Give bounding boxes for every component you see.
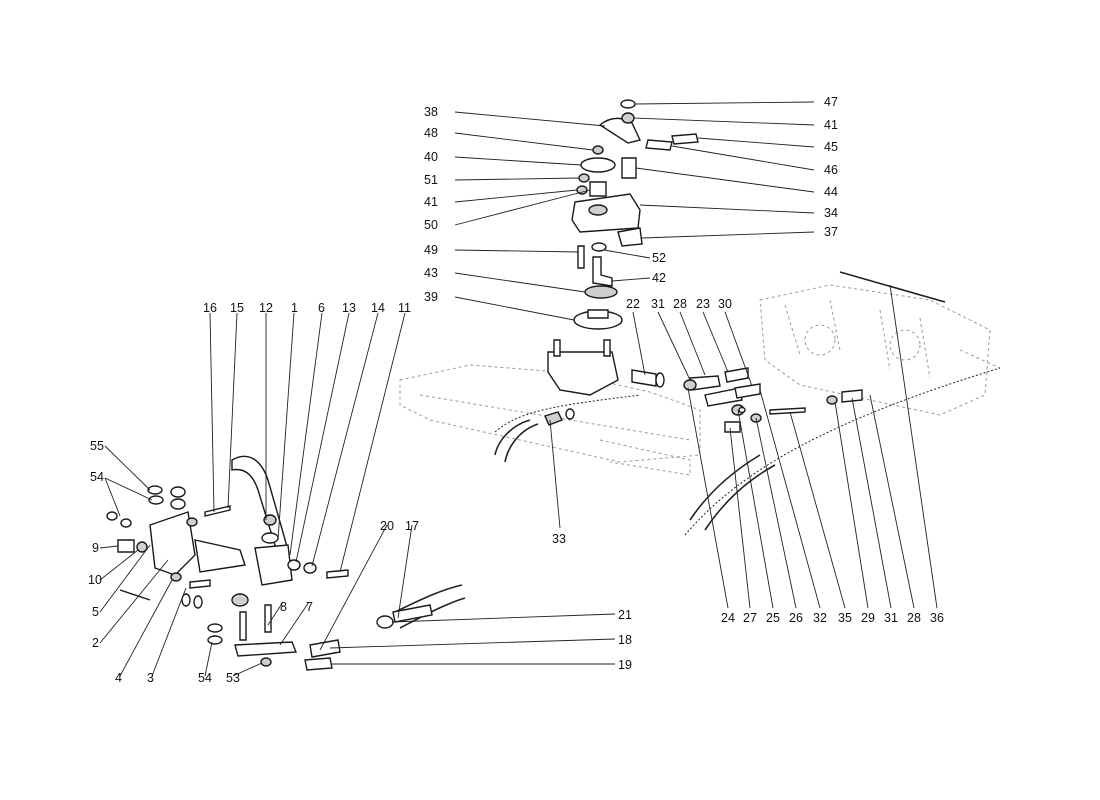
callout-49: 49: [424, 243, 438, 257]
top-linkage-parts: [547, 99, 699, 396]
callout-20: 20: [380, 519, 394, 533]
callout-43: 43: [424, 266, 438, 280]
callout-38: 38: [424, 105, 438, 119]
callout-32: 32: [813, 611, 827, 625]
callout-33: 33: [552, 532, 566, 546]
callout-15: 15: [230, 301, 244, 315]
callout-37: 37: [824, 225, 838, 239]
callout-24: 24: [721, 611, 735, 625]
callout-45: 45: [824, 140, 838, 154]
callout-26: 26: [789, 611, 803, 625]
callout-18: 18: [618, 633, 632, 647]
leader-lines: [99, 101, 938, 677]
callout-55: 55: [90, 439, 104, 453]
callout-27: 27: [743, 611, 757, 625]
callout-34: 34: [824, 206, 838, 220]
callout-3: 3: [147, 671, 154, 685]
callout-14: 14: [371, 301, 385, 315]
callout-47: 47: [824, 95, 838, 109]
callout-21: 21: [618, 608, 632, 622]
callout-46: 46: [824, 163, 838, 177]
callout-31: 31: [651, 297, 665, 311]
carburettor-outline: [759, 284, 1001, 416]
callout-12: 12: [259, 301, 273, 315]
callout-6: 6: [318, 301, 325, 315]
callout-25: 25: [766, 611, 780, 625]
callout-48: 48: [424, 126, 438, 140]
callout-28: 28: [673, 297, 687, 311]
callout-41: 41: [424, 195, 438, 209]
callout-51: 51: [424, 173, 438, 187]
callout-52: 52: [652, 251, 666, 265]
callout-5: 5: [92, 605, 99, 619]
callout-54: 54: [198, 671, 212, 685]
callout-50: 50: [424, 218, 438, 232]
callout-29: 29: [861, 611, 875, 625]
callout-4: 4: [115, 671, 122, 685]
engine-block-outline: [399, 364, 701, 476]
callout-10: 10: [88, 573, 102, 587]
callout-23: 23: [696, 297, 710, 311]
callout-16: 16: [203, 301, 217, 315]
callout-53: 53: [226, 671, 240, 685]
callout-40: 40: [424, 150, 438, 164]
callout-30: 30: [718, 297, 732, 311]
callout-35: 35: [838, 611, 852, 625]
callout-41: 41: [824, 118, 838, 132]
callout-1: 1: [291, 301, 298, 315]
callout-7: 7: [306, 600, 313, 614]
callout-19: 19: [618, 658, 632, 672]
callout-labels: 47 41 45 46 44 34 37 52 42 38 48 40 51 4…: [88, 95, 944, 685]
callout-13: 13: [342, 301, 356, 315]
callout-54: 54: [90, 470, 104, 484]
callout-39: 39: [424, 290, 438, 304]
callout-31: 31: [884, 611, 898, 625]
callout-42: 42: [652, 271, 666, 285]
callout-17: 17: [405, 519, 419, 533]
callout-28: 28: [907, 611, 921, 625]
callout-11: 11: [398, 301, 411, 315]
callout-2: 2: [92, 636, 99, 650]
callout-44: 44: [824, 185, 838, 199]
right-linkage-parts: [544, 367, 863, 433]
callout-9: 9: [92, 541, 99, 555]
throttle-cables: [394, 271, 1001, 629]
callout-8: 8: [280, 600, 287, 614]
callout-36: 36: [930, 611, 944, 625]
callout-22: 22: [626, 297, 640, 311]
pedal-assembly-parts: [106, 455, 433, 671]
